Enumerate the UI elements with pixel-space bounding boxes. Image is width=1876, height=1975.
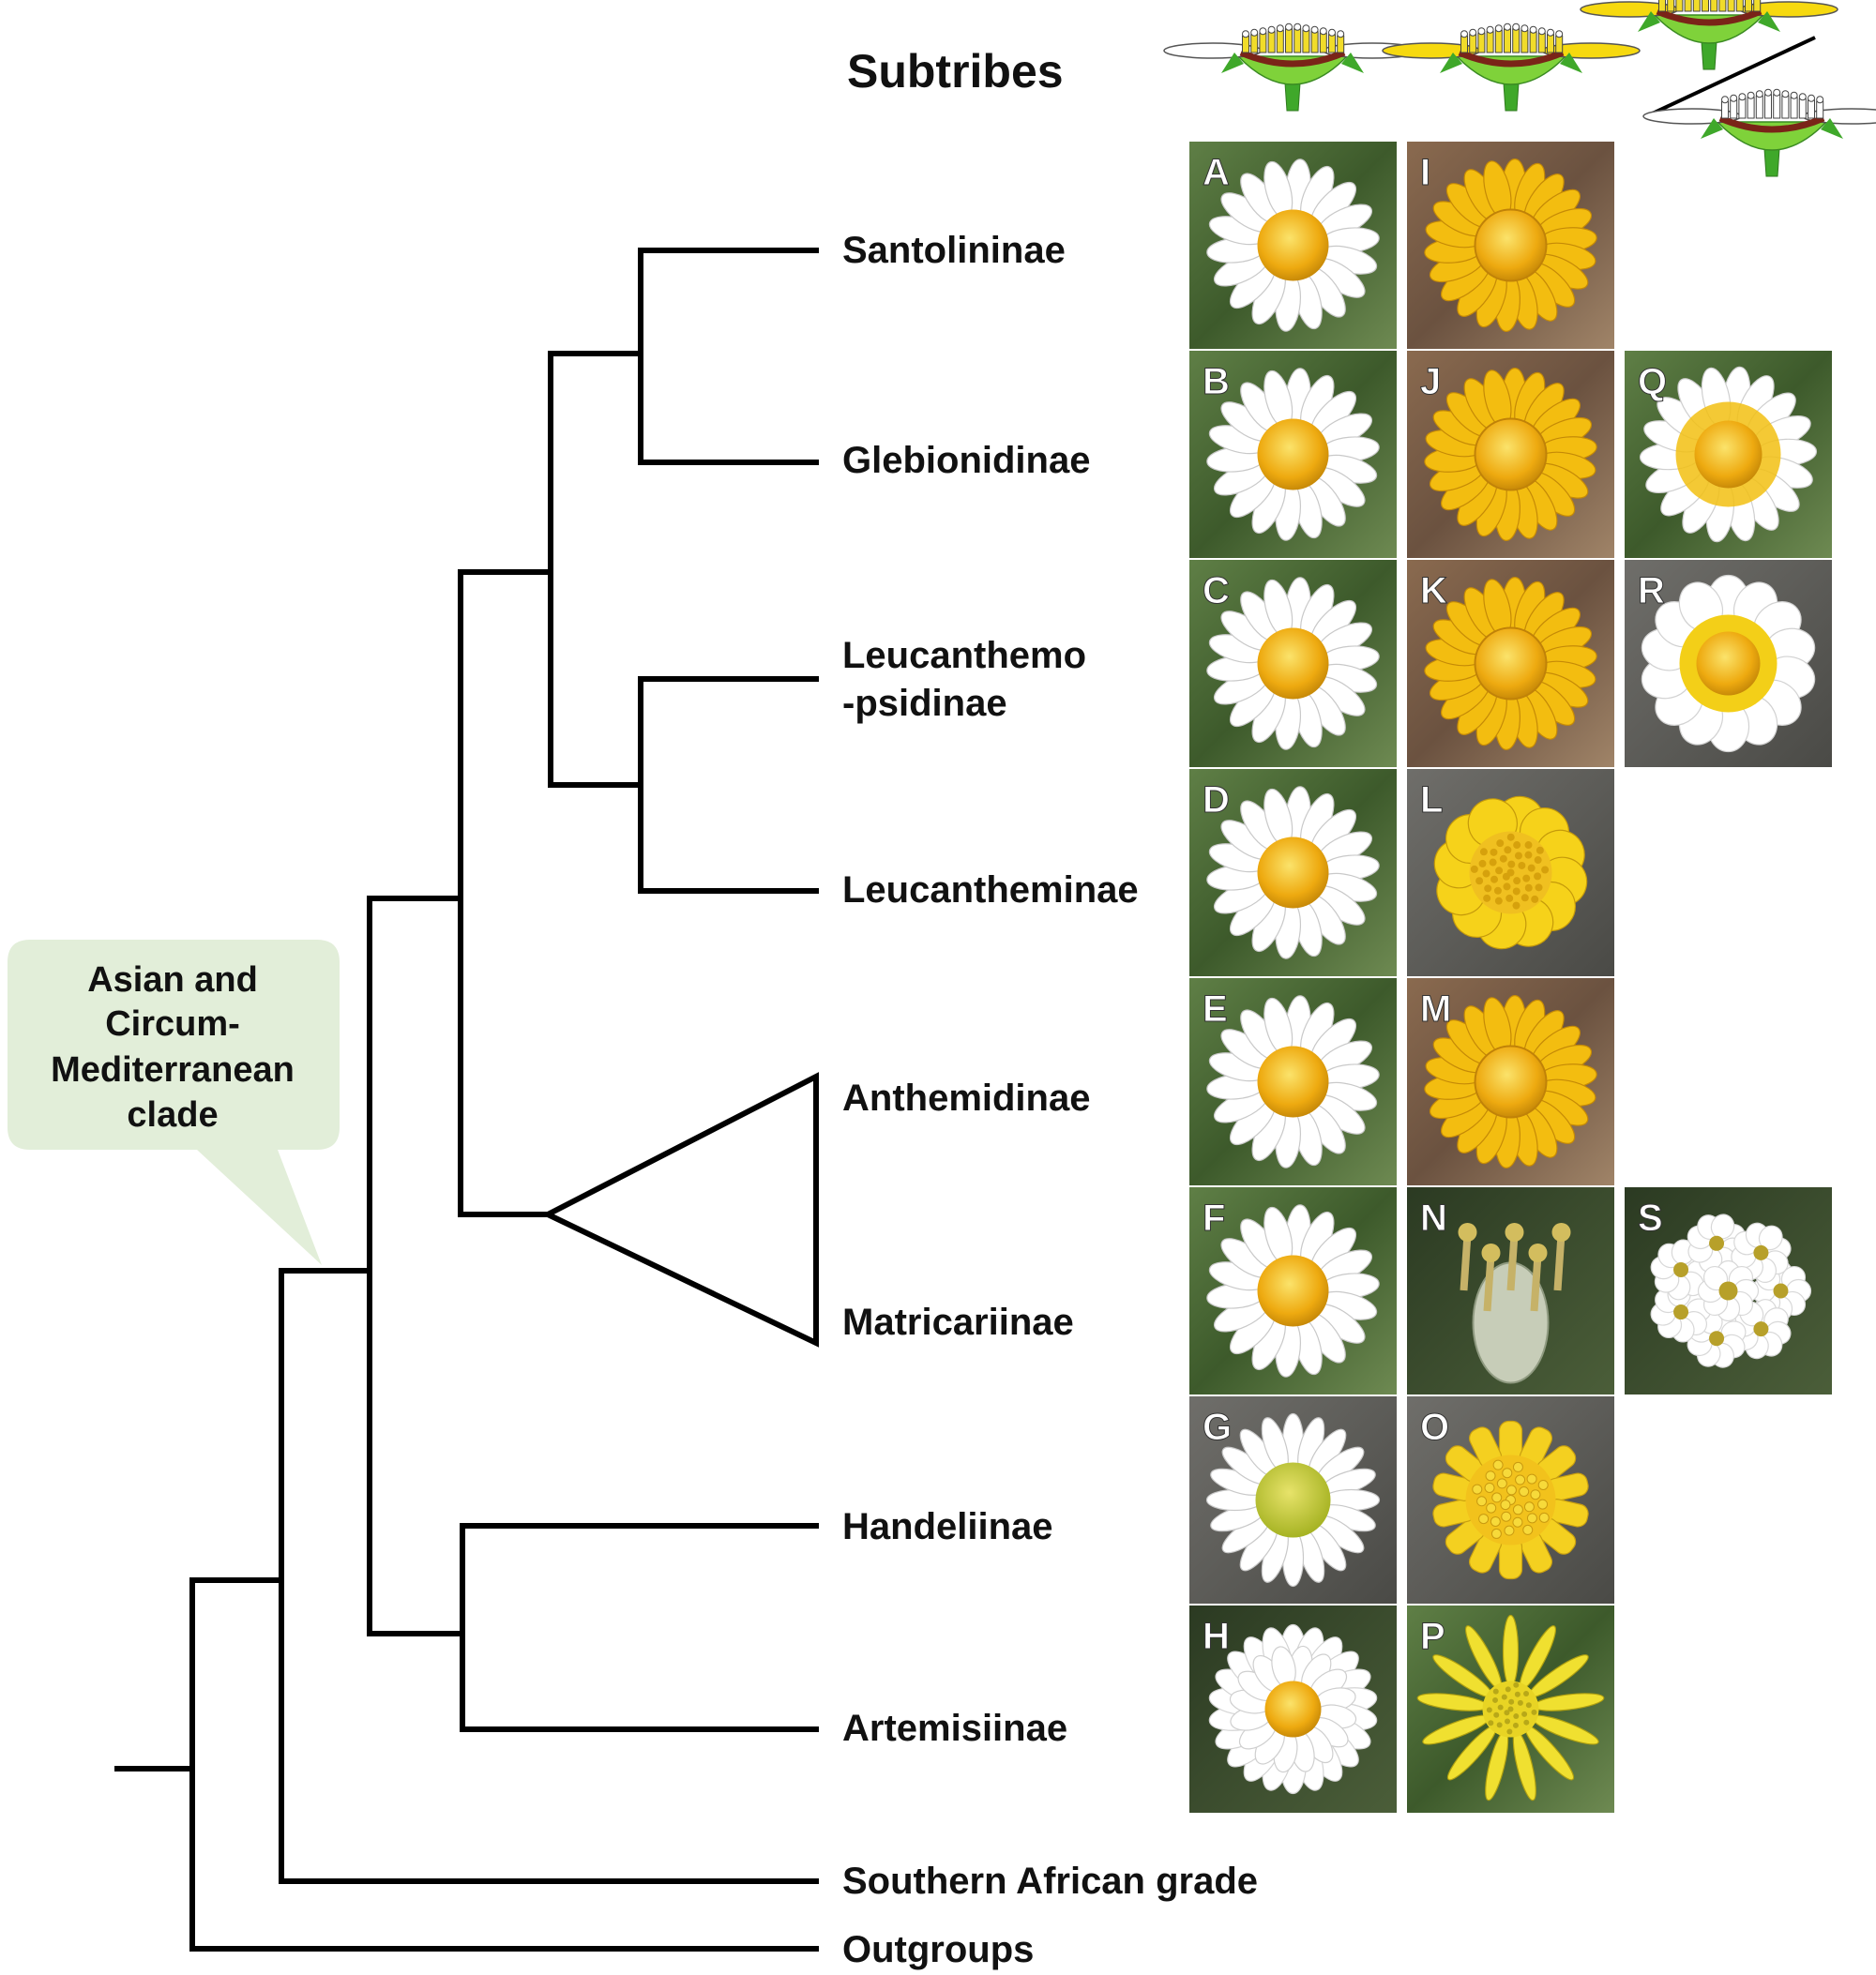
photo-letter-label: G [1203, 1407, 1232, 1448]
photo-grid: A I B J Q C K R D L E M F N S G O H P [1189, 142, 1832, 1813]
title: Subtribes [847, 45, 1064, 98]
collapsed-clade-triangle [541, 1072, 819, 1348]
photo-letter-label: D [1203, 779, 1230, 821]
label-santolininae: Santolininae [842, 230, 1066, 271]
photo-i: I [1407, 142, 1614, 349]
label-leucanthemopsidinae-1: Leucanthemo [842, 635, 1086, 676]
label-southern-african-grade: Southern African grade [842, 1861, 1258, 1902]
schematic-head-white-rays-alt [1642, 88, 1876, 177]
photo-letter-label: O [1420, 1407, 1449, 1448]
callout-line-4: clade [127, 1095, 218, 1135]
photo-b: B [1189, 351, 1397, 558]
clade-callout: Asian and Circum- Mediterranean clade [8, 940, 340, 1265]
label-anthemidinae: Anthemidinae [842, 1078, 1090, 1119]
photo-n: N [1407, 1187, 1614, 1395]
photo-g: G [1189, 1396, 1397, 1604]
label-artemisiinae: Artemisiinae [842, 1708, 1067, 1749]
photo-p: P [1407, 1606, 1614, 1813]
label-handeliinae: Handeliinae [842, 1506, 1053, 1547]
taxon-labels: Santolininae Glebionidinae Leucanthemo -… [842, 230, 1258, 1970]
callout-bubble [8, 940, 340, 1265]
photo-letter-label: N [1420, 1198, 1447, 1239]
photo-letter-label: C [1203, 570, 1230, 611]
schematic-head-yellow-rays-alt [1580, 0, 1838, 70]
photo-o: O [1407, 1396, 1614, 1604]
photo-letter-label: M [1420, 988, 1451, 1030]
photo-letter-label: F [1203, 1198, 1225, 1239]
photo-l: L [1407, 769, 1614, 976]
label-outgroups: Outgroups [842, 1929, 1034, 1970]
photo-letter-label: E [1203, 988, 1228, 1030]
photo-m: M [1407, 978, 1614, 1185]
photo-letter-label: A [1203, 152, 1230, 193]
photo-j: J [1407, 351, 1614, 558]
schematic-head-white-rays [1163, 23, 1422, 112]
label-leucanthemopsidinae-2: -psidinae [842, 683, 1007, 724]
photo-letter-label: S [1638, 1198, 1663, 1239]
photo-f: F [1189, 1187, 1397, 1395]
label-glebionidinae: Glebionidinae [842, 440, 1090, 481]
photo-a: A [1189, 142, 1397, 349]
photo-h: H [1189, 1606, 1397, 1813]
photo-c: C [1189, 560, 1397, 767]
photo-d: D [1189, 769, 1397, 976]
photo-letter-label: P [1420, 1616, 1445, 1657]
photo-letter-label: I [1420, 152, 1430, 193]
tree [114, 248, 819, 1952]
photo-letter-label: Q [1638, 361, 1667, 402]
photo-letter-label: H [1203, 1616, 1230, 1657]
schematic-divider [1643, 36, 1816, 119]
photo-e: E [1189, 978, 1397, 1185]
photo-k: K [1407, 560, 1614, 767]
photo-s: S [1625, 1187, 1832, 1395]
callout-line-1: Asian and [87, 960, 258, 1000]
callout-line-2: Circum- [105, 1004, 240, 1044]
schematic-head-yellow-rays [1382, 23, 1641, 112]
photo-q: Q [1625, 351, 1832, 558]
label-leucantheminae: Leucantheminae [842, 869, 1139, 911]
photo-letter-label: R [1638, 570, 1665, 611]
label-matricariinae: Matricariinae [842, 1302, 1074, 1343]
photo-letter-label: J [1420, 361, 1441, 402]
photo-letter-label: K [1420, 570, 1447, 611]
callout-line-3: Mediterranean [51, 1050, 295, 1090]
photo-r: R [1625, 560, 1832, 767]
photo-letter-label: B [1203, 361, 1230, 402]
photo-letter-label: L [1420, 779, 1443, 821]
